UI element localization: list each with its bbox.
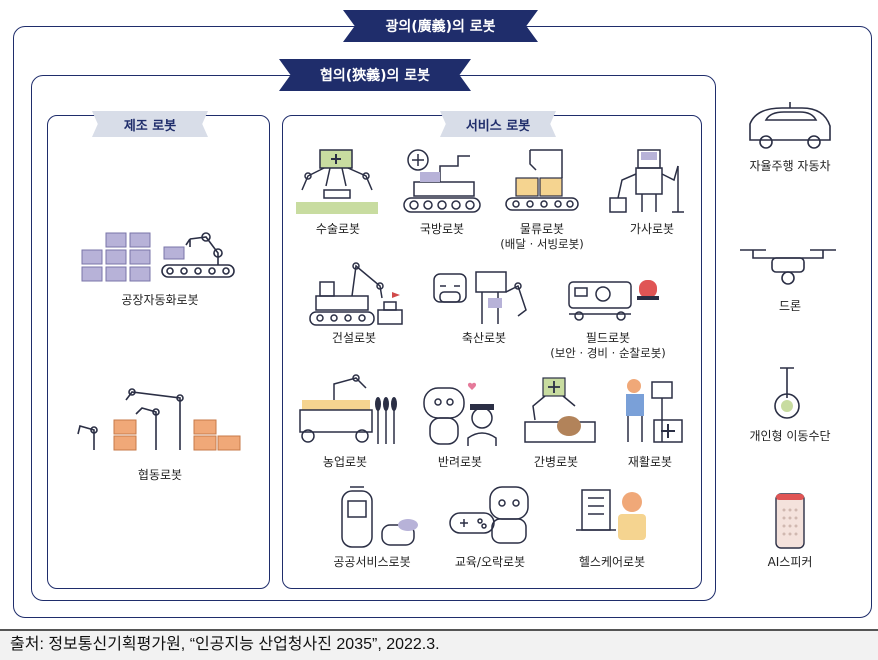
service-item-label: 농업로봇 bbox=[322, 455, 368, 469]
service-item-label: 물류로봇 bbox=[519, 222, 565, 236]
autonomous-car-icon bbox=[749, 102, 831, 149]
broad-robot-title: 광의(廣義)의 로봇 bbox=[343, 10, 538, 42]
collaborative-robot-icon bbox=[77, 388, 241, 451]
service-item-label: 교육/오락로봇 bbox=[454, 555, 526, 569]
service-item-sublabel: (보안 · 경비 · 순찰로봇) bbox=[550, 346, 666, 360]
service-item-label: 축산로봇 bbox=[461, 331, 507, 345]
companion-robot-icon bbox=[423, 382, 497, 446]
broad-item-label: 개인형 이동수단 bbox=[749, 429, 831, 443]
ai-speaker-icon bbox=[775, 493, 805, 549]
education-entertainment-robot-icon bbox=[449, 486, 529, 544]
broad-item-label: 자율주행 자동차 bbox=[749, 159, 831, 173]
service-item-label: 공공서비스로봇 bbox=[333, 555, 411, 569]
service-item-label: 건설로봇 bbox=[331, 331, 377, 345]
narrow-robot-title: 협의(狹義)의 로봇 bbox=[279, 59, 471, 91]
service-item-label: 반려로봇 bbox=[437, 455, 483, 469]
defense-robot-icon bbox=[403, 149, 481, 213]
service-item-label: 필드로봇 bbox=[585, 331, 631, 345]
service-robot-title: 서비스 로봇 bbox=[440, 111, 556, 137]
service-item-sublabel: (배달 · 서빙로봇) bbox=[500, 237, 584, 251]
broad-item-label: AI스피커 bbox=[767, 555, 813, 569]
livestock-robot-icon bbox=[433, 271, 527, 324]
construction-robot-icon bbox=[309, 262, 403, 326]
service-item-label: 간병로봇 bbox=[533, 455, 579, 469]
public-service-robot-icon bbox=[341, 486, 418, 548]
service-item-label: 재활로봇 bbox=[627, 455, 673, 469]
service-item-label: 국방로봇 bbox=[419, 222, 465, 236]
service-item-label: 헬스케어로봇 bbox=[578, 555, 646, 569]
agriculture-robot-icon bbox=[299, 374, 397, 444]
manufacturing-robot-box bbox=[47, 115, 270, 589]
housework-robot-icon bbox=[609, 149, 684, 213]
surgical-robot-icon bbox=[296, 149, 378, 214]
factory-automation-robot-icon bbox=[81, 232, 235, 282]
field-robot-icon bbox=[568, 280, 659, 321]
service-item-label: 수술로봇 bbox=[315, 222, 361, 236]
healthcare-robot-icon bbox=[576, 489, 646, 540]
broad-item-label: 드론 bbox=[778, 299, 802, 313]
drone-icon bbox=[740, 249, 836, 285]
factory-automation-robot-label: 공장자동화로봇 bbox=[121, 293, 199, 307]
caregiving-robot-icon bbox=[524, 377, 596, 443]
personal-mobility-icon bbox=[774, 367, 800, 419]
source-caption: 출처: 정보통신기획평가원, “인공지능 산업청사진 2035”, 2022.3… bbox=[0, 629, 878, 660]
rehabilitation-robot-icon bbox=[626, 379, 683, 443]
manufacturing-robot-title: 제조 로봇 bbox=[92, 111, 208, 137]
service-item-label: 가사로봇 bbox=[629, 222, 675, 236]
logistics-robot-icon bbox=[505, 149, 579, 211]
collaborative-robot-label: 협동로봇 bbox=[137, 468, 183, 482]
